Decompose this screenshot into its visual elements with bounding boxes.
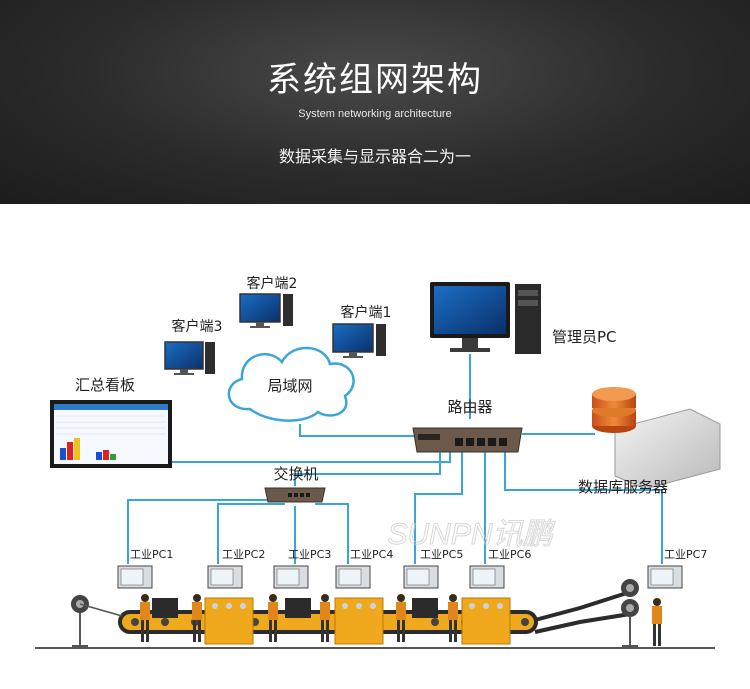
link-switch-pc2 bbox=[217, 503, 285, 564]
page-description: 数据采集与显示器合二为一 bbox=[278, 147, 471, 166]
database-icon bbox=[592, 387, 636, 433]
industrial-pc-label: 工业PC4 bbox=[350, 548, 393, 561]
page-subtitle: System networking architecture bbox=[298, 108, 452, 120]
client3[interactable]: 客户端3 bbox=[164, 318, 223, 375]
link-switch-pc1 bbox=[127, 499, 275, 564]
network-links bbox=[127, 354, 663, 564]
machine-stations bbox=[152, 597, 511, 645]
tower-icon bbox=[376, 324, 386, 356]
switch[interactable]: 交换机 bbox=[264, 465, 326, 503]
industrial-pc-label: 工业PC1 bbox=[130, 548, 173, 561]
switch-label: 交换机 bbox=[273, 465, 318, 483]
industrial-pc-label: 工业PC3 bbox=[288, 548, 331, 561]
admin-pc-label: 管理员PC bbox=[552, 328, 617, 346]
industrial-pc-group: 工业PC1 工业PC2 工业PC3 工业PC4 工业PC5 工业PC6 bbox=[117, 548, 707, 589]
spool-left bbox=[71, 595, 123, 647]
monitor-icon bbox=[164, 341, 204, 370]
industrial-pc-3[interactable]: 工业PC3 bbox=[273, 548, 331, 589]
industrial-pc-label: 工业PC6 bbox=[488, 548, 531, 561]
db-server[interactable]: 数据库服务器 bbox=[578, 387, 721, 496]
client3-label: 客户端3 bbox=[172, 318, 223, 335]
link-switch-pc4 bbox=[315, 503, 349, 564]
industrial-pc-label: 工业PC2 bbox=[222, 548, 265, 561]
page-title: 系统组网架构 bbox=[267, 60, 483, 100]
db-server-label: 数据库服务器 bbox=[578, 478, 668, 496]
router-label: 路由器 bbox=[447, 398, 492, 416]
header-banner: 系统组网架构 System networking architecture 数据… bbox=[0, 0, 750, 204]
production-line bbox=[35, 579, 715, 649]
monitor-icon bbox=[239, 293, 281, 323]
tower-icon bbox=[283, 294, 293, 326]
tower-icon bbox=[205, 342, 215, 374]
client2[interactable]: 客户端2 bbox=[239, 275, 298, 328]
lan-cloud: 局域网 bbox=[227, 346, 355, 422]
link-dashboard-router bbox=[172, 450, 451, 463]
admin-pc[interactable]: 管理员PC bbox=[430, 282, 617, 354]
router[interactable]: 路由器 bbox=[412, 398, 523, 453]
lan-label: 局域网 bbox=[267, 377, 312, 395]
spool-right bbox=[621, 579, 639, 647]
industrial-pc-6[interactable]: 工业PC6 bbox=[469, 548, 531, 589]
industrial-pc-4[interactable]: 工业PC4 bbox=[335, 548, 393, 589]
industrial-pc-5[interactable]: 工业PC5 bbox=[403, 548, 463, 589]
network-diagram: 局域网 客户端2 客户端1 客户端3 管理员PC 路由器 bbox=[35, 275, 721, 649]
link-lan-router bbox=[299, 424, 420, 437]
worker-figures bbox=[140, 594, 662, 646]
industrial-pc-1[interactable]: 工业PC1 bbox=[117, 548, 173, 589]
brand-watermark: SUNPN讯鹏 bbox=[387, 518, 555, 551]
client1[interactable]: 客户端1 bbox=[332, 304, 392, 358]
dashboard-label: 汇总看板 bbox=[75, 376, 135, 394]
industrial-pc-7[interactable]: 工业PC7 bbox=[647, 548, 707, 589]
industrial-pc-2[interactable]: 工业PC2 bbox=[207, 548, 265, 589]
client1-label: 客户端1 bbox=[341, 304, 392, 321]
client2-label: 客户端2 bbox=[247, 275, 298, 292]
dashboard[interactable]: 汇总看板 bbox=[50, 376, 172, 468]
dashboard-bars bbox=[60, 438, 116, 460]
link-router-pc5 bbox=[414, 450, 463, 564]
link-router-pc7 bbox=[504, 450, 663, 564]
industrial-pc-label: 工业PC5 bbox=[420, 548, 463, 561]
link-router-switch bbox=[294, 450, 441, 486]
industrial-pc-label: 工业PC7 bbox=[664, 548, 707, 561]
monitor-icon bbox=[332, 323, 374, 353]
